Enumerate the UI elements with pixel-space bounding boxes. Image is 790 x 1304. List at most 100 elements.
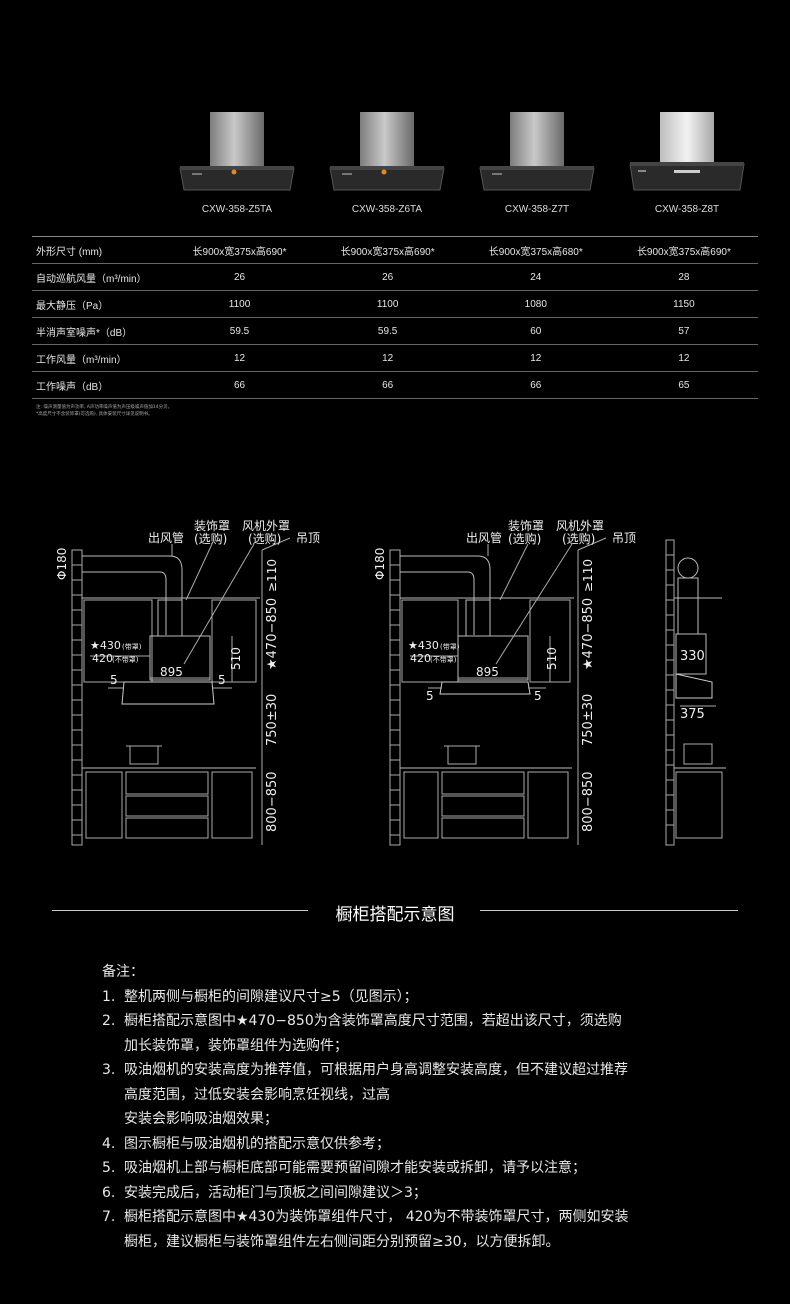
spec-value: 57 xyxy=(609,317,758,345)
product-model: CXW-358-Z7T xyxy=(504,204,570,215)
spec-label: 工作风量（m³/min） xyxy=(32,344,166,372)
spec-label: 外形尺寸 (mm) xyxy=(32,236,166,264)
note-number: 7. xyxy=(102,1209,116,1225)
note-item: 2. 橱柜搭配示意图中★470−850为含装饰罩高度尺寸范围，若超出该尺寸，须选… xyxy=(102,1009,722,1034)
label-420: 420 xyxy=(410,652,431,665)
spec-label: 工作噪声（dB） xyxy=(32,371,166,399)
note-line: 图示橱柜与吸油烟机的搭配示意仅供参考； xyxy=(124,1135,390,1152)
label-optional: (选购) xyxy=(248,531,281,546)
notes-title: 备注： xyxy=(102,964,144,980)
divider-left xyxy=(52,910,308,911)
note-number: 4. xyxy=(102,1135,116,1152)
label-fan-cover: 风机外罩 xyxy=(556,519,604,533)
note-item: 3. 吸油烟机的安装高度为推荐值，可根据用户身高调整安装高度，但不建议超过推荐 xyxy=(102,1058,722,1083)
note-number: 5. xyxy=(102,1160,116,1176)
label-with-cover: (带罩) xyxy=(440,643,460,651)
label-phi180: Φ180 xyxy=(55,548,69,580)
label-510: 510 xyxy=(229,647,243,670)
note-item: 5. 吸油烟机上部与橱柜底部可能需要预留间隙才能安装或拆卸，请予以注意； xyxy=(102,1156,722,1181)
label-width: 895 xyxy=(160,665,183,679)
note-item: 1. 整机两侧与橱柜的间隙建议尺寸≥5（见图示）； xyxy=(102,985,722,1010)
label-gap5-right: 5 xyxy=(534,689,542,703)
spec-value: 12 xyxy=(461,344,610,372)
spec-value: 长900x宽375x高690* xyxy=(313,236,462,264)
spec-value: 66 xyxy=(313,371,462,399)
table-row: 最大静压（Pa） 1100 1100 1080 1150 xyxy=(32,290,758,318)
cabinet-diagram: 出风管 装饰罩 (选购) 风机外罩 (选购) 吊顶 Φ180 ≥110 ★470… xyxy=(0,510,790,860)
spec-value: 12 xyxy=(165,344,314,372)
label-gap5-left: 5 xyxy=(110,673,118,687)
footnotes: 注: 噪声测量值为声功率, A声功率噪声值为声压级噪声值加14分贝。 *高度尺寸… xyxy=(36,404,172,418)
label-height-range: ★470−850 xyxy=(265,598,280,670)
spec-value: 24 xyxy=(461,263,610,291)
label-ceiling: 吊顶 xyxy=(612,531,636,545)
diagram-center xyxy=(389,537,607,846)
product-model: CXW-358-Z6TA xyxy=(351,204,423,215)
label-with-cover: (带罩) xyxy=(122,643,142,651)
product-z6ta: CXW-358-Z6TA xyxy=(312,100,462,220)
spec-value: 28 xyxy=(609,263,758,291)
divider-right xyxy=(480,910,738,911)
note-line: 吸油烟机上部与橱柜底部可能需要预留间隙才能安装或拆卸，请予以注意； xyxy=(124,1160,586,1176)
note-number: 6. xyxy=(102,1184,116,1201)
product-z5ta: CXW-358-Z5TA xyxy=(162,100,312,220)
note-item: 6. 安装完成后，活动柜门与顶板之间间隙建议＞3； xyxy=(102,1181,722,1206)
label-420: 420 xyxy=(92,652,113,665)
label-height-range: ★470−850 xyxy=(581,598,596,670)
label-install-height: 750±30 xyxy=(581,694,596,746)
label-deco-cover: 装饰罩 xyxy=(194,519,230,533)
label-no-cover: (不带罩) xyxy=(112,656,139,664)
label-430: ★430 xyxy=(408,639,439,652)
spec-value: 59.5 xyxy=(165,317,314,345)
spec-value: 26 xyxy=(165,263,314,291)
label-330: 330 xyxy=(680,649,705,664)
footnote: 注: 噪声测量值为声功率, A声功率噪声值为声压级噪声值加14分贝。 xyxy=(36,405,173,410)
spec-value: 1100 xyxy=(313,290,462,318)
spec-value: 长900x宽375x高680* xyxy=(461,236,610,264)
brick-wall xyxy=(71,549,83,846)
label-gap5-left: 5 xyxy=(426,689,434,703)
note-item: 4. 图示橱柜与吸油烟机的搭配示意仅供参考； xyxy=(102,1132,722,1157)
spec-label: 半消声室噪声*（dB） xyxy=(32,317,166,345)
note-line: 整机两侧与橱柜的间隙建议尺寸≥5（见图示）； xyxy=(124,988,418,1005)
spec-value: 65 xyxy=(609,371,758,399)
diagram-side-view xyxy=(665,539,726,846)
section-title: 橱柜搭配示意图 xyxy=(0,898,790,925)
brick-wall xyxy=(389,549,401,846)
label-gap-top: ≥110 xyxy=(265,559,279,592)
notes: 备注： 1. 整机两侧与橱柜的间隙建议尺寸≥5（见图示）； 2. 橱柜搭配示意图… xyxy=(102,960,722,1254)
note-line: 橱柜，建议橱柜与装饰罩组件左右侧间距分别预留≥30，以方便拆卸。 xyxy=(124,1233,560,1250)
label-gap5-right: 5 xyxy=(218,673,226,687)
table-row: 外形尺寸 (mm) 长900x宽375x高690* 长900x宽375x高690… xyxy=(32,236,758,264)
label-optional: (选购) xyxy=(194,531,227,546)
spec-value: 59.5 xyxy=(313,317,462,345)
spec-value: 12 xyxy=(609,344,758,372)
brick-wall xyxy=(665,539,675,846)
note-line: 加长装饰罩，装饰罩组件为选购件； xyxy=(124,1037,348,1054)
label-cabinet-height: 800−850 xyxy=(581,771,596,832)
spec-value: 长900x宽375x高690* xyxy=(165,236,314,264)
label-fan-cover: 风机外罩 xyxy=(242,519,290,533)
label-deco-cover: 装饰罩 xyxy=(508,519,544,533)
label-430: ★430 xyxy=(90,639,121,652)
spec-value: 26 xyxy=(313,263,462,291)
spec-value: 66 xyxy=(461,371,610,399)
product-row: CXW-358-Z5TA CXW-358-Z6TA CXW-358-Z7T xyxy=(0,100,790,220)
label-phi180: Φ180 xyxy=(373,548,387,580)
spec-value: 1080 xyxy=(461,290,610,318)
note-number: 3. xyxy=(102,1062,116,1078)
label-optional: (选购) xyxy=(508,531,541,546)
note-line: 安装完成后，活动柜门与顶板之间间隙建议＞3； xyxy=(124,1184,427,1201)
spec-value: 长900x宽375x高690* xyxy=(609,236,758,264)
note-line: 吸油烟机的安装高度为推荐值，可根据用户身高调整安装高度，但不建议超过推荐 xyxy=(124,1062,628,1078)
table-row: 工作噪声（dB） 66 66 66 65 xyxy=(32,371,758,399)
note-item: 7. 橱柜搭配示意图中★430为装饰罩组件尺寸， 420为不带装饰罩尺寸，两侧如… xyxy=(102,1205,722,1230)
product-z8t: CXW-358-Z8T xyxy=(612,100,762,220)
label-no-cover: (不带罩) xyxy=(430,656,457,664)
spec-value: 60 xyxy=(461,317,610,345)
note-line: 安装会影响吸油烟效果； xyxy=(124,1111,278,1127)
label-375: 375 xyxy=(680,707,705,722)
note-line: 橱柜搭配示意图中★430为装饰罩组件尺寸， 420为不带装饰罩尺寸，两侧如安装 xyxy=(124,1209,629,1225)
section-title-text: 橱柜搭配示意图 xyxy=(335,905,455,925)
label-install-height: 750±30 xyxy=(265,694,280,746)
